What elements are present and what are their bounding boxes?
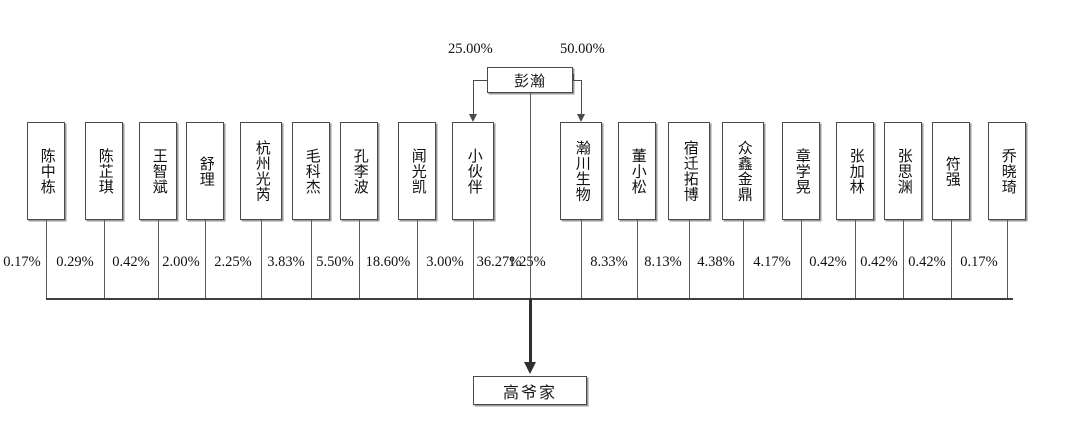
shareholder-name: 孔李波 (351, 147, 368, 195)
owner-left-connector (473, 80, 487, 81)
shareholder-box[interactable]: 宿迁拓博 (668, 122, 710, 220)
owner-to-company-connector (530, 93, 532, 298)
shareholder-box[interactable]: 董小松 (618, 122, 656, 220)
shareholder-box[interactable]: 张思渊 (884, 122, 922, 220)
shareholder-name: 毛科杰 (303, 147, 320, 195)
shareholder-name: 乔晓琦 (999, 147, 1016, 195)
owner-right-connector (581, 80, 582, 114)
shareholder-name: 董小松 (629, 147, 646, 195)
shareholder-name: 张加林 (847, 147, 864, 195)
shareholder-box[interactable]: 陈中栋 (27, 122, 65, 220)
ownership-percentage: 5.50% (316, 254, 354, 270)
connector-line (311, 220, 312, 298)
connector-line (1007, 220, 1008, 298)
bus-line (1011, 298, 1013, 300)
company-box[interactable]: 高爷家 (473, 376, 587, 405)
shareholder-name: 陈芷琪 (96, 147, 113, 195)
ownership-percentage: 0.42% (908, 254, 946, 270)
shareholder-box[interactable]: 章学晃 (782, 122, 820, 220)
shareholder-box[interactable]: 乔晓琦 (988, 122, 1026, 220)
ownership-percentage: 8.33% (590, 254, 628, 270)
owner-direct-percentage: 36.27% (476, 254, 522, 270)
connector-line (473, 220, 474, 298)
arrow-down-icon (577, 114, 585, 122)
shareholder-box[interactable]: 闻光凯 (398, 122, 436, 220)
connector-line (359, 220, 360, 298)
owner-edge-percentage: 25.00% (448, 41, 493, 57)
owner-to-company-connector (529, 298, 532, 364)
ownership-percentage: 0.42% (112, 254, 150, 270)
ownership-percentage: 4.17% (753, 254, 791, 270)
shareholder-box[interactable]: 瀚川生物 (560, 122, 602, 220)
shareholder-name: 瀚川生物 (573, 140, 590, 202)
shareholder-box[interactable]: 符强 (932, 122, 970, 220)
ownership-percentage: 0.42% (809, 254, 847, 270)
owner-left-connector (487, 74, 488, 80)
connector-line (637, 220, 638, 298)
ownership-percentage: 1.25% (508, 254, 546, 270)
ownership-percentage: 0.29% (56, 254, 94, 270)
shareholder-name: 小伙伴 (465, 147, 482, 195)
connector-line (104, 220, 105, 298)
shareholder-box[interactable]: 小伙伴 (452, 122, 494, 220)
company-name: 高爷家 (502, 384, 557, 402)
owner-name: 彭瀚 (513, 73, 546, 90)
shareholder-name: 杭州光芮 (253, 140, 270, 202)
arrow-down-icon (469, 114, 477, 122)
shareholder-name: 闻光凯 (409, 147, 426, 195)
ownership-percentage: 2.25% (214, 254, 252, 270)
shareholder-name: 众鑫金鼎 (735, 140, 752, 202)
arrow-down-icon (524, 362, 536, 374)
ownership-percentage: 2.00% (162, 254, 200, 270)
connector-line (801, 220, 802, 298)
owner-left-connector (473, 80, 474, 114)
connector-line (903, 220, 904, 298)
ownership-percentage: 0.17% (960, 254, 998, 270)
connector-line (581, 220, 582, 298)
shareholder-box[interactable]: 舒理 (186, 122, 224, 220)
connector-line (855, 220, 856, 298)
shareholder-box[interactable]: 杭州光芮 (240, 122, 282, 220)
owner-right-connector (573, 80, 581, 81)
connector-line (689, 220, 690, 298)
shareholder-box[interactable]: 孔李波 (340, 122, 378, 220)
shareholder-name: 宿迁拓博 (681, 140, 698, 202)
connector-line (417, 220, 418, 298)
shareholder-box[interactable]: 王智斌 (139, 122, 177, 220)
shareholder-box[interactable]: 毛科杰 (292, 122, 330, 220)
ownership-percentage: 8.13% (644, 254, 682, 270)
ownership-percentage: 3.00% (426, 254, 464, 270)
connector-line (261, 220, 262, 298)
shareholder-box[interactable]: 张加林 (836, 122, 874, 220)
shareholder-name: 舒理 (197, 155, 214, 187)
bus-line (46, 298, 48, 300)
connector-line (46, 220, 47, 298)
shareholder-name: 陈中栋 (38, 147, 55, 195)
connector-line (158, 220, 159, 298)
ownership-percentage: 0.42% (860, 254, 898, 270)
ownership-percentage: 18.60% (365, 254, 411, 270)
shareholder-name: 张思渊 (895, 147, 912, 195)
connector-line (951, 220, 952, 298)
owner-right-connector (573, 74, 574, 80)
ownership-percentage: 3.83% (267, 254, 305, 270)
shareholder-name: 章学晃 (793, 147, 810, 195)
owner-edge-percentage: 50.00% (560, 41, 605, 57)
shareholder-box[interactable]: 众鑫金鼎 (722, 122, 764, 220)
shareholder-name: 王智斌 (150, 147, 167, 195)
connector-line (743, 220, 744, 298)
shareholder-name: 符强 (943, 155, 960, 187)
shareholder-box[interactable]: 陈芷琪 (85, 122, 123, 220)
owner-box[interactable]: 彭瀚 (487, 67, 573, 93)
ownership-percentage: 0.17% (3, 254, 41, 270)
ownership-percentage: 4.38% (697, 254, 735, 270)
connector-line (205, 220, 206, 298)
